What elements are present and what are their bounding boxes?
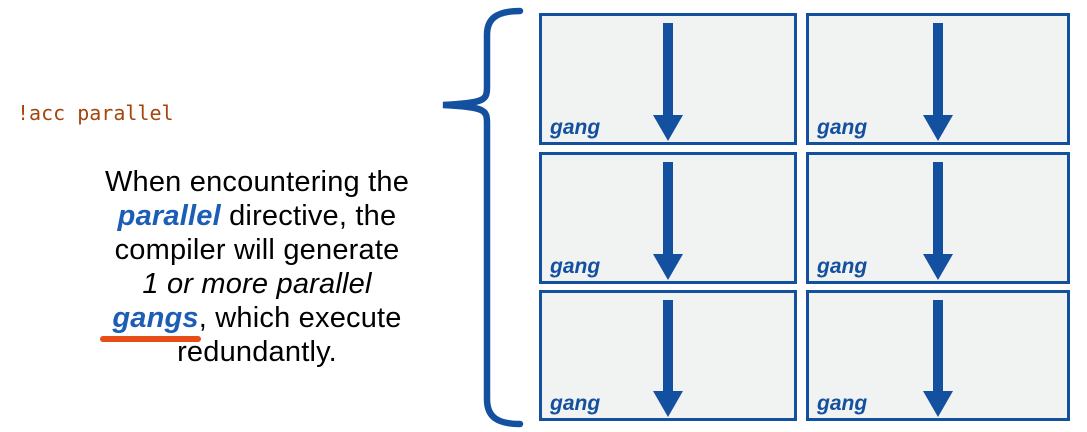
gang-label: gang <box>817 392 868 415</box>
gang-box: gang <box>806 290 1070 421</box>
gang-label: gang <box>550 392 601 415</box>
gang-box: gang <box>806 13 1070 145</box>
down-arrow-icon <box>923 300 953 417</box>
curly-brace-icon <box>442 7 524 428</box>
down-arrow-icon <box>923 23 953 141</box>
text-segment: , which execute <box>198 302 402 334</box>
text-segment: compiler will generate <box>114 234 400 266</box>
gangs-keyword: gangs <box>100 302 202 342</box>
text-segment: directive, the <box>220 200 397 232</box>
explanation-text: When encountering the parallel directive… <box>47 165 467 369</box>
gang-label: gang <box>817 255 868 278</box>
gang-box: gang <box>539 152 797 284</box>
gang-box: gang <box>539 290 797 421</box>
gang-label: gang <box>817 116 868 139</box>
text-segment: redundantly. <box>177 336 337 368</box>
down-arrow-icon <box>653 162 683 280</box>
acc-parallel-directive: !acc parallel <box>17 101 174 125</box>
down-arrow-icon <box>653 23 683 141</box>
down-arrow-icon <box>923 162 953 280</box>
gang-label: gang <box>550 255 601 278</box>
gang-box: gang <box>806 152 1070 284</box>
text-segment: When encountering the <box>104 166 410 198</box>
gang-box: gang <box>539 13 797 145</box>
parallel-keyword: parallel <box>117 200 221 232</box>
down-arrow-icon <box>653 300 683 417</box>
gang-label: gang <box>550 116 601 139</box>
text-segment-italic: 1 or more parallel <box>142 268 372 300</box>
